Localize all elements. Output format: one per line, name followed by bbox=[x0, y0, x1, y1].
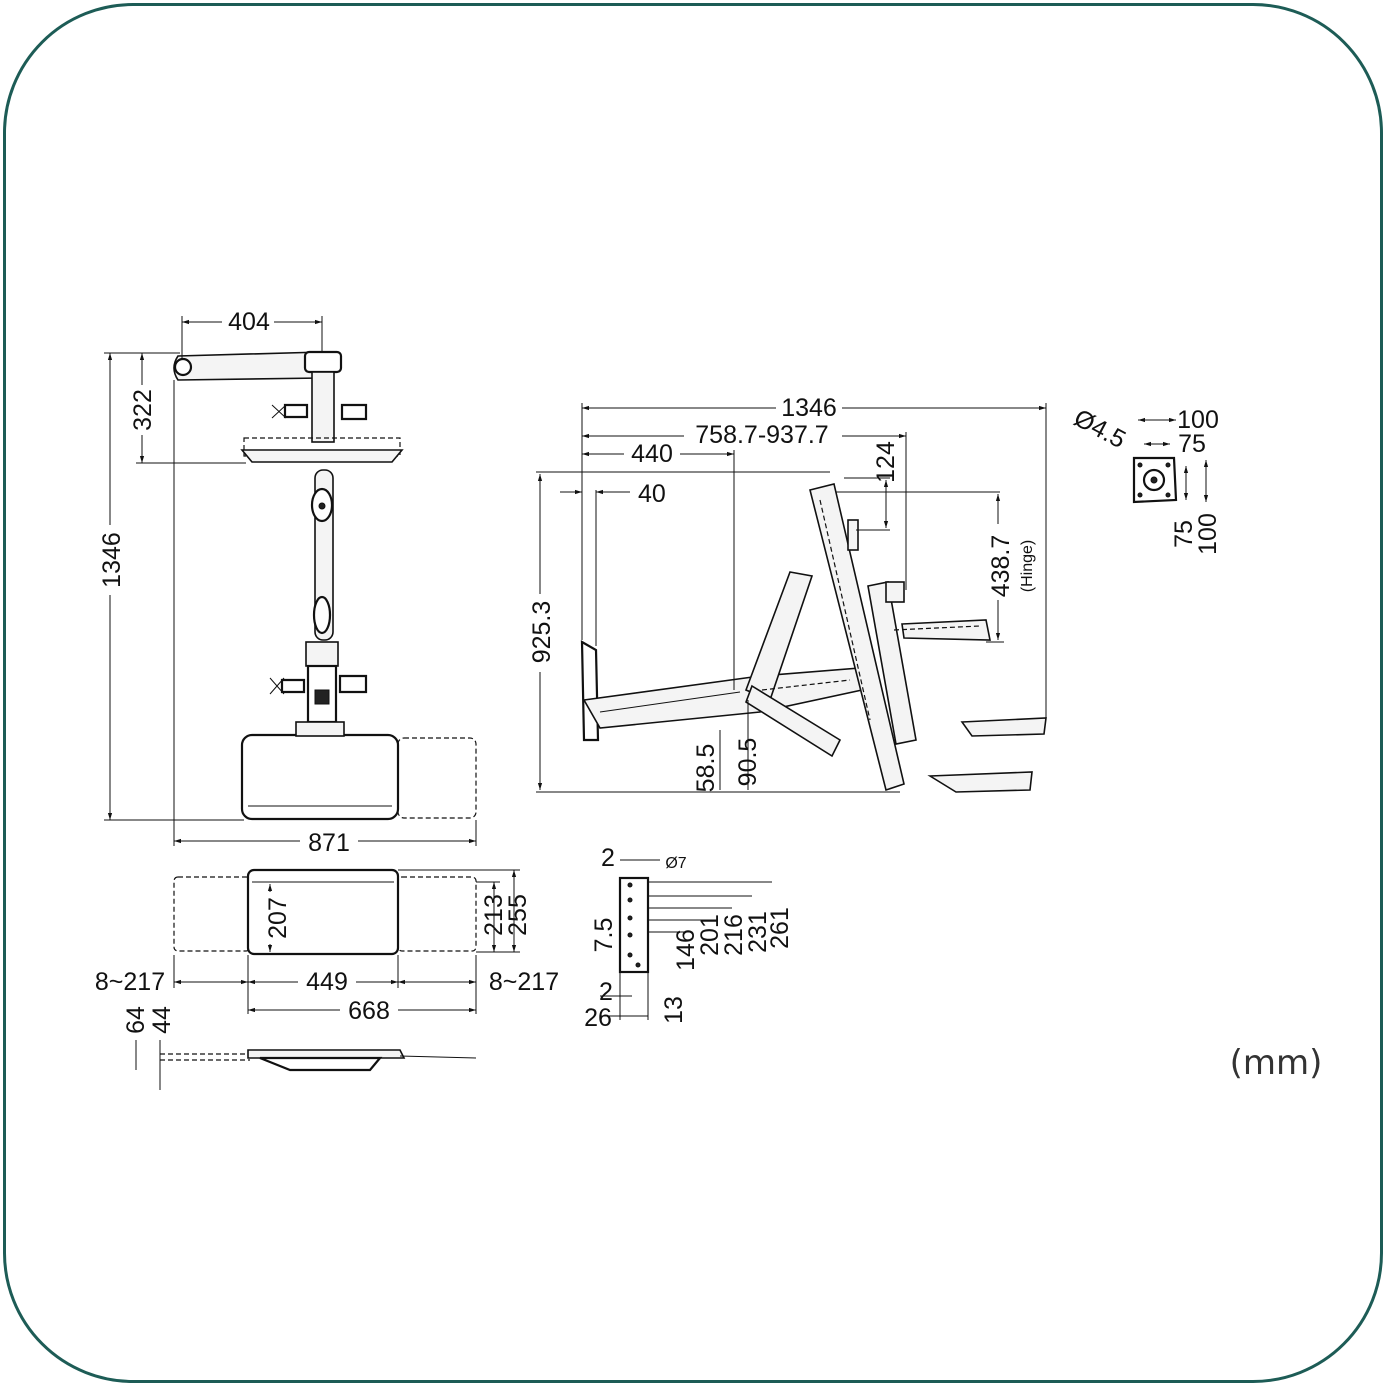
dim-vesa-hole: Ø4.5 bbox=[1069, 404, 1130, 454]
wall-plate-view: 2 Ø7 7.5 146 201 216 231 261 2 26 13 bbox=[584, 844, 794, 1032]
dim-plate-pitch: 7.5 bbox=[590, 918, 618, 953]
dim-plate-width: 26 bbox=[584, 1004, 612, 1032]
dim-vesa-h100: 100 bbox=[1194, 513, 1222, 555]
front-view: 404 322 1346 871 bbox=[96, 306, 477, 857]
side-view: 1346 758.7-937.7 440 40 124 438.7 (Hinge… bbox=[528, 392, 1047, 793]
dim-side-total-reach: 1346 bbox=[781, 394, 837, 422]
dim-side-height: 925.3 bbox=[528, 601, 556, 664]
units-label: (mm) bbox=[1230, 1043, 1323, 1083]
dim-tray-offset: 322 bbox=[129, 389, 157, 431]
dim-depth-outer: 255 bbox=[504, 894, 532, 936]
dim-plate-201: 201 bbox=[696, 914, 724, 956]
dim-vesa-h75: 75 bbox=[1170, 520, 1198, 548]
dim-depth-mid: 213 bbox=[480, 894, 508, 936]
dim-plate-13: 13 bbox=[660, 996, 688, 1024]
dim-side-h1: 64 bbox=[122, 1006, 150, 1034]
dim-side-58: 58.5 bbox=[692, 744, 720, 793]
dim-side-440: 440 bbox=[631, 440, 673, 468]
dim-plate-261: 261 bbox=[766, 907, 794, 949]
dim-vesa-w100: 100 bbox=[1177, 406, 1219, 434]
dim-plate-146: 146 bbox=[672, 929, 700, 971]
dim-plate-hole: Ø7 bbox=[665, 855, 686, 872]
dim-side-40: 40 bbox=[638, 480, 666, 508]
dim-plate-216: 216 bbox=[720, 914, 748, 956]
dim-plate-top-gap: 2 bbox=[601, 844, 615, 872]
dim-side-reach-range: 758.7-937.7 bbox=[695, 421, 828, 449]
dim-plate-bottom-gap: 2 bbox=[599, 978, 613, 1006]
dim-slide-right: 8~217 bbox=[489, 968, 559, 996]
dim-side-124: 124 bbox=[872, 441, 900, 483]
dim-inner-width: 449 bbox=[306, 968, 348, 996]
dim-total-width: 871 bbox=[308, 829, 350, 857]
dim-side-h2: 44 bbox=[148, 1006, 176, 1034]
dim-depth-inner: 207 bbox=[264, 897, 292, 939]
dim-vesa-w75: 75 bbox=[1178, 430, 1206, 458]
vesa-view: 100 75 Ø4.5 75 100 bbox=[1069, 404, 1222, 555]
dim-total-height: 1346 bbox=[98, 532, 126, 588]
keyboard-side-view: 64 44 bbox=[122, 1006, 477, 1090]
dim-plate-231: 231 bbox=[744, 911, 772, 953]
keyboard-top-view: 207 213 255 8~217 449 8~217 668 bbox=[95, 868, 559, 1025]
dim-overall-width: 668 bbox=[348, 997, 390, 1025]
dim-side-hinge-label: (Hinge) bbox=[1019, 540, 1036, 592]
dim-side-hinge: 438.7 bbox=[987, 535, 1015, 598]
dim-side-90: 90.5 bbox=[734, 738, 762, 787]
dim-arm-width: 404 bbox=[228, 308, 270, 336]
dim-slide-left: 8~217 bbox=[95, 968, 165, 996]
